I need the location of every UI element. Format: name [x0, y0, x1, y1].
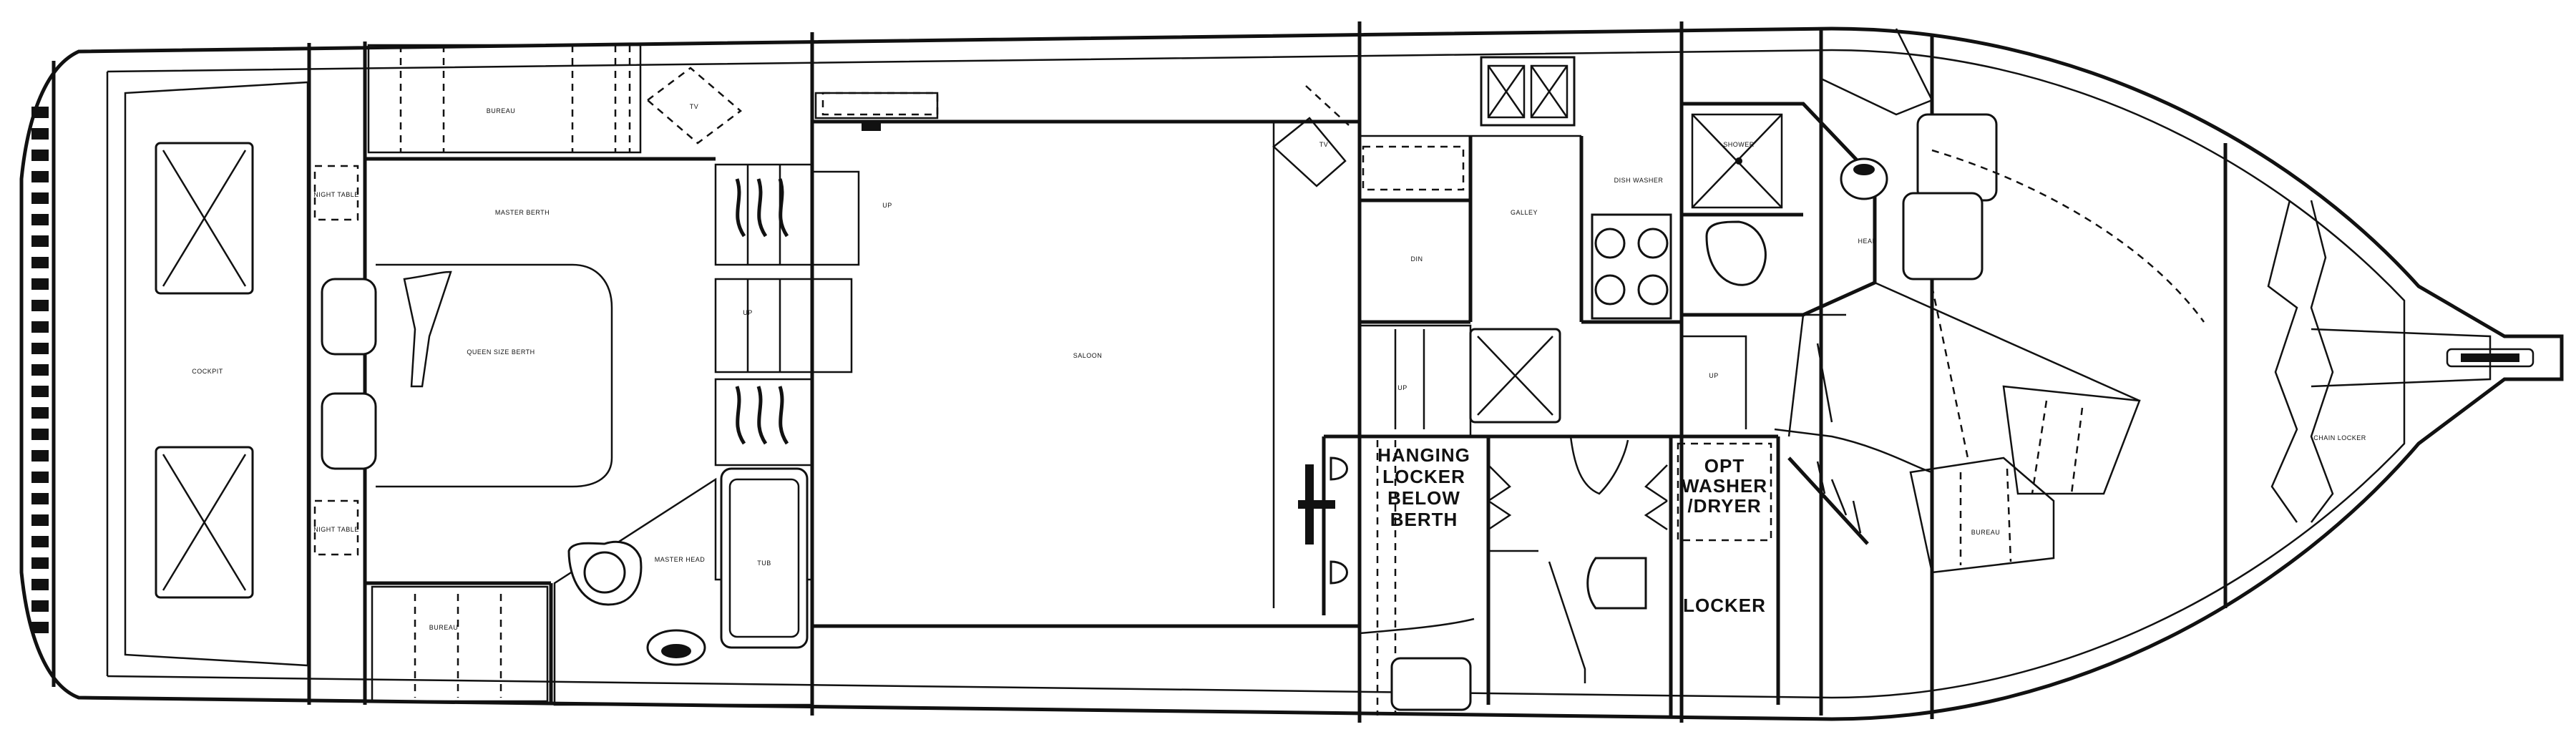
hanging-locker-label-4: BERTH	[1390, 509, 1458, 530]
bureau-aft-top-label: BUREAU	[487, 107, 516, 114]
sink-master	[646, 629, 706, 666]
cockpit-hatch-top	[155, 142, 254, 295]
hanging-locker-label-3: BELOW	[1387, 487, 1460, 509]
toilet-master	[567, 540, 643, 606]
galley-label: GALLEY	[1511, 209, 1538, 216]
tv-fwd-label: TV	[1319, 141, 1329, 148]
galley-area: DIN GALLEY DISH WASHER UP	[1360, 21, 1684, 723]
dish-washer-label: DISH WASHER	[1614, 177, 1664, 184]
chain-locker-area: CHAIN LOCKER	[2223, 143, 2366, 608]
bow-pulpit	[2311, 328, 2534, 388]
opt-washer-label-1: OPT	[1704, 455, 1745, 477]
locker-label: LOCKER	[1683, 595, 1766, 616]
pillow-bottom	[321, 392, 377, 470]
shower-mid	[1359, 617, 1475, 711]
head-fwd-label: HEAD	[1858, 238, 1877, 245]
tv-aft-label: TV	[690, 103, 699, 110]
up-aft-mid-label: UP	[743, 309, 753, 316]
hull-inner-line	[107, 49, 2406, 699]
bureau-aft-bottom-label: BUREAU	[429, 624, 459, 631]
master-head-label: MASTER HEAD	[655, 556, 706, 563]
master-stateroom: BUREAU TV NIGHT TABLE NIGHT TABLE MASTER…	[307, 32, 892, 716]
up-galley-label: UP	[1397, 384, 1407, 391]
hanging-locker-label-1: HANGING	[1377, 444, 1470, 466]
opt-washer-label-2: WASHER	[1682, 475, 1767, 497]
master-berth-top-label: MASTER BERTH	[495, 209, 550, 216]
galley-stove	[1591, 213, 1672, 320]
cockpit-hatch-bottom	[155, 446, 254, 599]
hanging-locker-label-group: HANGING LOCKER BELOW BERTH	[1377, 444, 1470, 530]
saloon-label: SALOON	[1073, 352, 1103, 359]
toilet-mid	[1586, 557, 1647, 610]
tub-label: TUB	[757, 560, 771, 567]
mid-lockers: HANGING LOCKER BELOW BERTH OPT WASHER /D…	[1298, 434, 1780, 716]
sink-fwd	[1840, 157, 1888, 200]
opt-washer-label-3: /DRYER	[1687, 495, 1761, 517]
up-fwd-label: UP	[1709, 372, 1719, 379]
galley-hatch	[1469, 328, 1561, 424]
galley-sink	[1480, 56, 1576, 127]
swim-platform-grate	[31, 107, 49, 633]
fwd-berth-pillow-bottom	[1902, 192, 1984, 280]
opt-washer-label-group: OPT WASHER /DRYER	[1682, 455, 1767, 517]
night-table-top-label: NIGHT TABLE	[313, 191, 359, 198]
bureau-fwd-label: BUREAU	[1971, 529, 2001, 536]
fwd-bureau: BUREAU	[1909, 456, 2055, 574]
fwd-storage-grid	[2002, 385, 2141, 495]
forward-stateroom: SHOWER HEAD UP BUREAU	[1682, 28, 2205, 719]
cockpit-label: COCKPIT	[192, 368, 223, 375]
saloon: SALOON TV	[812, 21, 1362, 723]
shower-label: SHOWER	[1723, 141, 1755, 148]
night-table-bottom-label: NIGHT TABLE	[313, 526, 359, 533]
dinette-label: DIN	[1411, 255, 1423, 263]
queen-size-berth-label: QUEEN SIZE BERTH	[467, 348, 535, 356]
toilet-fwd	[1705, 220, 1767, 286]
up-aft-top-label: UP	[882, 202, 892, 209]
pillow-top	[321, 278, 377, 356]
chain-locker-label: CHAIN LOCKER	[2313, 434, 2366, 441]
